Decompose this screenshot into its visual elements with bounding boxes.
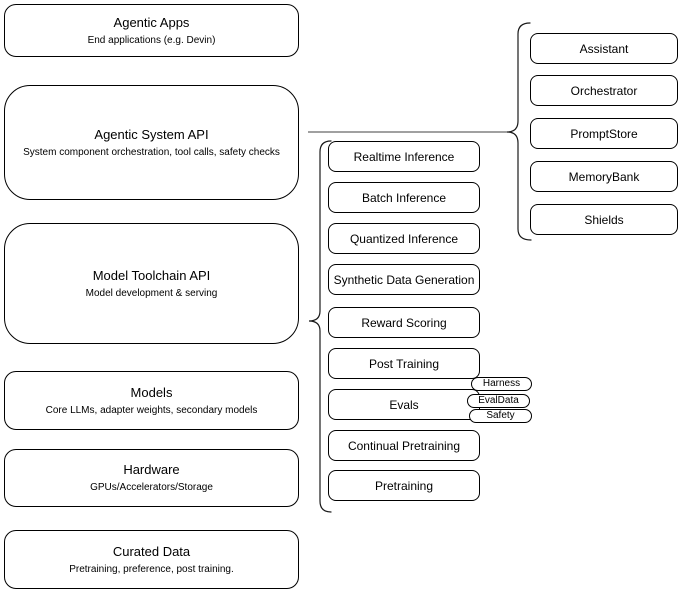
box-title: Hardware: [123, 462, 180, 477]
system-components-brace: [506, 22, 532, 241]
box-hardware: Hardware GPUs/Accelerators/Storage: [4, 449, 299, 507]
toolchain-box-continual-pretraining: Continual Pretraining: [328, 430, 480, 461]
toolchain-box-post-training: Post Training: [328, 348, 480, 379]
evals-pill-safety: Safety: [469, 409, 532, 423]
toolchain-box-realtime-inference: Realtime Inference: [328, 141, 480, 172]
toolchain-box-evals: Evals: [328, 389, 480, 420]
toolchain-box-quantized-inference: Quantized Inference: [328, 223, 480, 254]
box-models: Models Core LLMs, adapter weights, secon…: [4, 371, 299, 430]
toolchain-box-batch-inference: Batch Inference: [328, 182, 480, 213]
component-box-shields: Shields: [530, 204, 678, 235]
toolchain-box-reward-scoring: Reward Scoring: [328, 307, 480, 338]
toolchain-brace: [308, 140, 332, 513]
evals-pill-evaldata: EvalData: [467, 394, 530, 408]
box-subtitle: Pretraining, preference, post training.: [69, 563, 234, 575]
toolchain-box-pretraining: Pretraining: [328, 470, 480, 501]
box-model-toolchain-api: Model Toolchain API Model development & …: [4, 223, 299, 344]
box-subtitle: Core LLMs, adapter weights, secondary mo…: [45, 404, 258, 416]
component-box-assistant: Assistant: [530, 33, 678, 64]
box-title: Model Toolchain API: [92, 267, 211, 283]
box-title: Agentic System API: [94, 126, 209, 142]
evals-pill-harness: Harness: [471, 377, 532, 391]
box-agentic-system-api: Agentic System API System component orch…: [4, 85, 299, 200]
box-title: Agentic Apps: [113, 14, 190, 30]
box-subtitle: GPUs/Accelerators/Storage: [90, 482, 213, 493]
box-agentic-apps: Agentic Apps End applications (e.g. Devi…: [4, 4, 299, 57]
component-box-promptstore: PromptStore: [530, 118, 678, 149]
box-title: Models: [130, 384, 173, 400]
box-title: Curated Data: [112, 543, 191, 559]
box-curated-data: Curated Data Pretraining, preference, po…: [4, 530, 299, 589]
toolchain-box-synthetic-data-generation: Synthetic Data Generation: [328, 264, 480, 295]
box-subtitle: System component orchestration, tool cal…: [23, 146, 280, 158]
component-box-memorybank: MemoryBank: [530, 161, 678, 192]
component-box-orchestrator: Orchestrator: [530, 75, 678, 106]
box-subtitle: Model development & serving: [85, 287, 218, 299]
box-subtitle: End applications (e.g. Devin): [87, 34, 216, 46]
